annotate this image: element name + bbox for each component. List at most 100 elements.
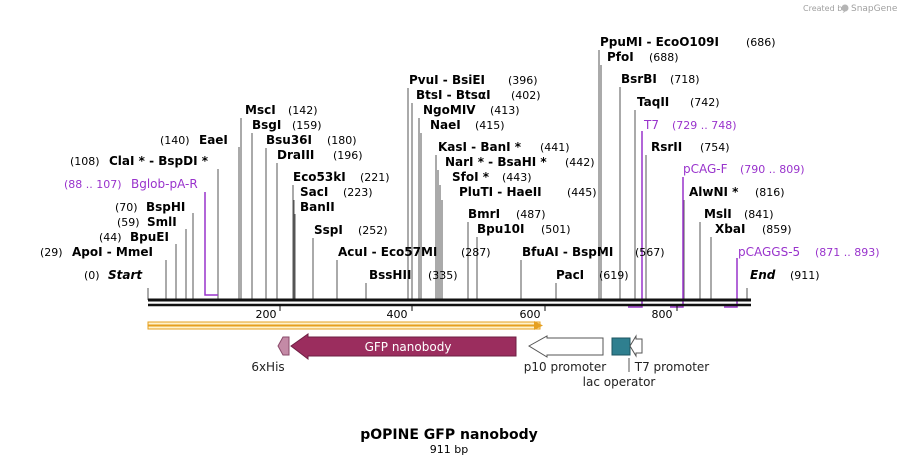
enzyme-pos: (911)	[790, 269, 820, 282]
enzyme-name: PvuI - BsiEI	[409, 73, 485, 87]
enzyme-name: MscI	[245, 103, 276, 117]
t7-promoter-feature[interactable]	[629, 334, 643, 358]
enzyme-name: BfuAI - BspMI	[522, 245, 613, 259]
primer-name-bglob[interactable]: Bglob-pA-R	[131, 177, 198, 191]
6xhis-feature[interactable]	[277, 336, 290, 356]
enzyme-name: PluTI - HaeII	[459, 185, 542, 199]
enzyme-leader-lines	[147, 50, 748, 300]
enzyme-pos: (396)	[508, 74, 538, 87]
primer-name-t7[interactable]: T7	[643, 118, 659, 132]
enzyme-name: BsrBI	[621, 72, 657, 86]
enzyme-name: RsrII	[651, 140, 682, 154]
enzyme-name: EaeI	[199, 133, 228, 147]
enzyme-name: SspI	[314, 223, 343, 237]
lac-operator-label: lac operator	[583, 375, 656, 389]
enzyme-name: BspHI	[146, 200, 185, 214]
p10-promoter-label: p10 promoter	[524, 360, 606, 374]
enzyme-pos: (442)	[565, 156, 595, 169]
enzyme-name: KasI - BanI *	[438, 140, 522, 154]
enzyme-pos: (252)	[358, 224, 388, 237]
enzyme-pos: (501)	[541, 223, 571, 236]
enzyme-name: XbaI	[715, 222, 745, 236]
enzyme-name: SmlI	[147, 215, 177, 229]
enzyme-pos: (742)	[690, 96, 720, 109]
enzyme-pos: (754)	[700, 141, 730, 154]
enzyme-pos: (816)	[755, 186, 785, 199]
enzyme-pos: (335)	[428, 269, 458, 282]
primer-name-pcag-f[interactable]: pCAG-F	[683, 162, 728, 176]
enzyme-name: ClaI * - BspDI *	[109, 154, 209, 168]
enzyme-name: BanII	[300, 200, 335, 214]
enzyme-pos: (445)	[567, 186, 597, 199]
enzyme-name: ApoI - MmeI	[72, 245, 153, 259]
primer-range: (790 .. 809)	[740, 163, 805, 176]
enzyme-name: BpuEI	[130, 230, 169, 244]
gfp-nanobody-label: GFP nanobody	[365, 340, 452, 354]
enzyme-name: NgoMIV	[423, 103, 476, 117]
enzyme-pos: (196)	[333, 149, 363, 162]
enzyme-name: AlwNI *	[689, 185, 739, 199]
enzyme-name: SfoI *	[452, 170, 490, 184]
enzyme-pos: (415)	[475, 119, 505, 132]
enzyme-pos: (223)	[343, 186, 373, 199]
ruler-ticks	[279, 305, 678, 311]
primer-markers	[204, 131, 738, 308]
enzyme-name: SacI	[300, 185, 328, 199]
enzyme-pos: (443)	[502, 171, 532, 184]
credit-text: Created by	[803, 4, 847, 13]
snapgene-logo-icon	[841, 4, 849, 12]
enzyme-pos: (402)	[511, 89, 541, 102]
enzyme-name: PacI	[556, 268, 584, 282]
map-subtitle: 911 bp	[430, 443, 468, 456]
enzyme-name: BsgI	[252, 118, 281, 132]
enzyme-name: TaqII	[637, 95, 669, 109]
enzyme-pos: (180)	[327, 134, 357, 147]
ruler-label-400: 400	[387, 308, 408, 321]
enzyme-pos: (619)	[599, 269, 629, 282]
enzyme-pos: (287)	[461, 246, 491, 259]
primer-range: (729 .. 748)	[672, 119, 737, 132]
enzyme-pos: (413)	[490, 104, 520, 117]
enzyme-pos: (841)	[744, 208, 774, 221]
enzyme-pos: (859)	[762, 223, 792, 236]
primer-range: (871 .. 893)	[815, 246, 880, 259]
orf-arrow[interactable]	[147, 321, 543, 330]
enzyme-name: Bpu10I	[477, 222, 524, 236]
lac-operator-feature[interactable]	[611, 337, 631, 356]
enzyme-pos: (718)	[670, 73, 700, 86]
enzyme-pos: (29)	[40, 246, 63, 259]
enzyme-pos: (688)	[649, 51, 679, 64]
enzyme-pos: (221)	[360, 171, 390, 184]
enzyme-pos: (70)	[115, 201, 138, 214]
credit-app: SnapGene	[851, 4, 898, 14]
enzyme-name: AcuI - Eco57MI	[338, 245, 437, 259]
enzyme-pos: (59)	[117, 216, 140, 229]
primer-range: (88 .. 107)	[64, 178, 122, 191]
enzyme-pos: (487)	[516, 208, 546, 221]
enzyme-name: Eco53kI	[293, 170, 346, 184]
enzyme-name: DraIII	[277, 148, 314, 162]
enzyme-name-start: Start	[108, 268, 143, 282]
enzyme-name: BtsI - BtsαI	[416, 88, 491, 102]
ruler-label-200: 200	[256, 308, 277, 321]
enzyme-pos: (686)	[746, 36, 776, 49]
enzyme-pos: (140)	[160, 134, 190, 147]
enzyme-name: MslI	[704, 207, 732, 221]
gfp-nanobody-feature[interactable]	[290, 333, 517, 361]
t7-promoter-label: T7 promoter	[634, 360, 710, 374]
enzyme-pos: (108)	[70, 155, 100, 168]
enzyme-name-end: End	[750, 268, 776, 282]
ruler-label-600: 600	[520, 308, 541, 321]
enzyme-pos: (159)	[292, 119, 322, 132]
enzyme-pos: (441)	[540, 141, 570, 154]
enzyme-name: NarI * - BsaHI *	[445, 155, 547, 169]
p10-promoter-feature[interactable]	[528, 335, 604, 358]
map-title: pOPINE GFP nanobody	[360, 427, 538, 443]
enzyme-pos: (0)	[84, 269, 100, 282]
enzyme-name: Bsu36I	[266, 133, 312, 147]
primer-name-pcaggs-5[interactable]: pCAGGS-5	[738, 245, 800, 259]
enzyme-name: BssHII	[369, 268, 411, 282]
enzyme-pos: (567)	[635, 246, 665, 259]
enzyme-pos: (142)	[288, 104, 318, 117]
